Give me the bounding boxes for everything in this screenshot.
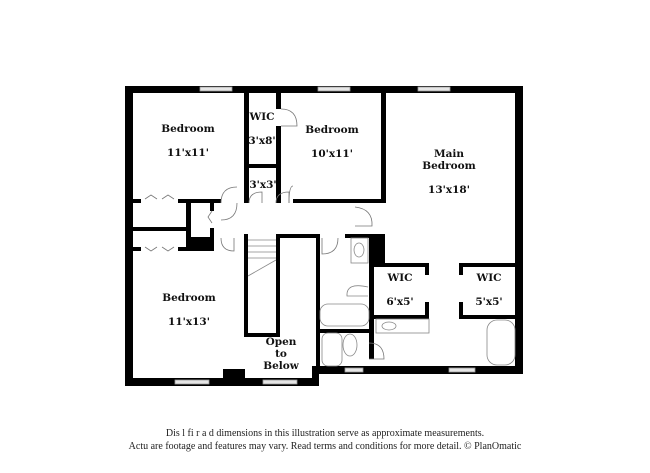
stairs [247,239,277,277]
room-name: Open to Below [263,336,299,372]
room-label-bedroom-nw: Bedroom 11'x11' [161,111,215,171]
room-dimensions: 5'x5' [475,296,503,308]
room-dimensions: 3'x3' [249,179,277,191]
room-dimensions: 10'x11' [311,148,353,160]
room-label-open-below: Open to Below [263,324,299,384]
room-dimensions: 13'x18' [428,184,470,196]
room-name: WIC [387,272,413,284]
room-label-bedroom-n: Bedroom 10'x11' [305,112,359,172]
room-dimensions: 3'x8' [248,135,276,147]
disclaimer: Dis l fi r a d dimensions in this illust… [0,427,650,453]
doors [144,108,385,360]
room-dimensions: 11'x11' [167,147,209,159]
room-label-wic-small: WIC 3'x8' [248,99,275,159]
room-label-bedroom-sw: Bedroom 11'x13' [162,280,216,340]
disclaimer-line-1: Dis l fi r a d dimensions in this illust… [165,428,485,439]
room-name: Bedroom [162,292,216,304]
room-label-wic-main-1: WIC 6'x5' [386,260,413,320]
room-dimensions: 11'x13' [168,316,210,328]
room-label-linen: 3'x3' [249,167,276,203]
room-name: WIC [249,111,275,123]
room-name: Main Bedroom [422,148,476,172]
fixtures [319,237,516,367]
room-dimensions: 6'x5' [386,296,414,308]
interior-walls [133,93,515,381]
room-label-main-bedroom: Main Bedroom 13'x18' [422,136,476,208]
room-name: Bedroom [305,124,359,136]
windows [174,86,476,385]
room-name: Bedroom [161,123,215,135]
room-name: WIC [476,272,502,284]
room-label-wic-main-2: WIC 5'x5' [475,260,502,320]
disclaimer-line-2: Actu are footage and features may vary. … [128,441,522,452]
